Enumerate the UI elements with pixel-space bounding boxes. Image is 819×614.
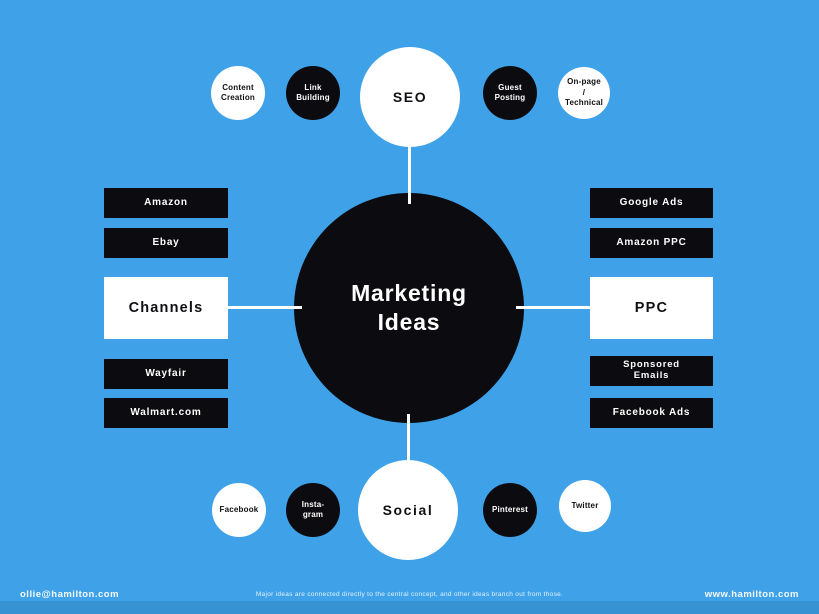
satellite-twitter: Twitter [559, 480, 611, 532]
item-wayfair: Wayfair [104, 359, 228, 389]
item-walmart-label: Walmart.com [130, 407, 202, 419]
node-channels: Channels [104, 277, 228, 339]
footer-note: Major ideas are connected directly to th… [255, 591, 564, 598]
node-seo: SEO [360, 47, 460, 147]
node-ppc-label: PPC [634, 300, 669, 316]
footer-website: www.hamilton.com [704, 589, 799, 600]
satellite-content-creation: Content Creation [211, 66, 265, 120]
connector-line-social [407, 414, 410, 465]
node-channels-label: Channels [128, 300, 204, 316]
item-google-ads-label: Google Ads [619, 197, 684, 209]
satellite-instagram-label: Insta-gram [301, 499, 325, 519]
satellite-link-building: Link Building [286, 66, 340, 120]
satellite-facebook-label: Facebook [219, 504, 259, 514]
satellite-pinterest-label: Pinterest [491, 504, 529, 514]
item-ebay-label: Ebay [152, 237, 180, 249]
item-amazon-label: Amazon [144, 197, 188, 209]
item-sponsored-emails-label: Sponsored Emails [623, 359, 680, 381]
item-facebook-ads: Facebook Ads [590, 398, 713, 428]
satellite-guest-posting: Guest Posting [483, 66, 537, 120]
connector-line-ppc [516, 306, 594, 309]
node-ppc: PPC [590, 277, 713, 339]
satellite-content-creation-label: Content Creation [220, 82, 256, 102]
footer-band [0, 601, 819, 614]
satellite-onpage-technical-label: On-page / Technical [564, 77, 604, 108]
center-node-marketing-ideas: Marketing Ideas [294, 193, 524, 423]
item-amazon: Amazon [104, 188, 228, 218]
node-social-label: Social [382, 502, 434, 518]
satellite-guest-posting-label: Guest Posting [494, 82, 526, 102]
item-wayfair-label: Wayfair [145, 368, 187, 380]
node-seo-label: SEO [392, 89, 428, 105]
item-amazon-ppc: Amazon PPC [590, 228, 713, 258]
connector-line-seo [408, 144, 411, 204]
satellite-instagram: Insta-gram [286, 483, 340, 537]
item-sponsored-emails: Sponsored Emails [590, 356, 713, 386]
item-amazon-ppc-label: Amazon PPC [616, 237, 687, 249]
satellite-facebook: Facebook [212, 483, 266, 537]
node-social: Social [358, 460, 458, 560]
item-google-ads: Google Ads [590, 188, 713, 218]
satellite-link-building-label: Link Building [296, 82, 330, 102]
center-node-label: Marketing Ideas [351, 280, 467, 335]
item-walmart: Walmart.com [104, 398, 228, 428]
satellite-twitter-label: Twitter [571, 500, 599, 510]
footer-email: ollie@hamilton.com [20, 589, 120, 600]
item-ebay: Ebay [104, 228, 228, 258]
satellite-pinterest: Pinterest [483, 483, 537, 537]
satellite-onpage-technical: On-page / Technical [558, 67, 610, 119]
item-facebook-ads-label: Facebook Ads [612, 407, 691, 419]
connector-line-channels [224, 306, 302, 309]
